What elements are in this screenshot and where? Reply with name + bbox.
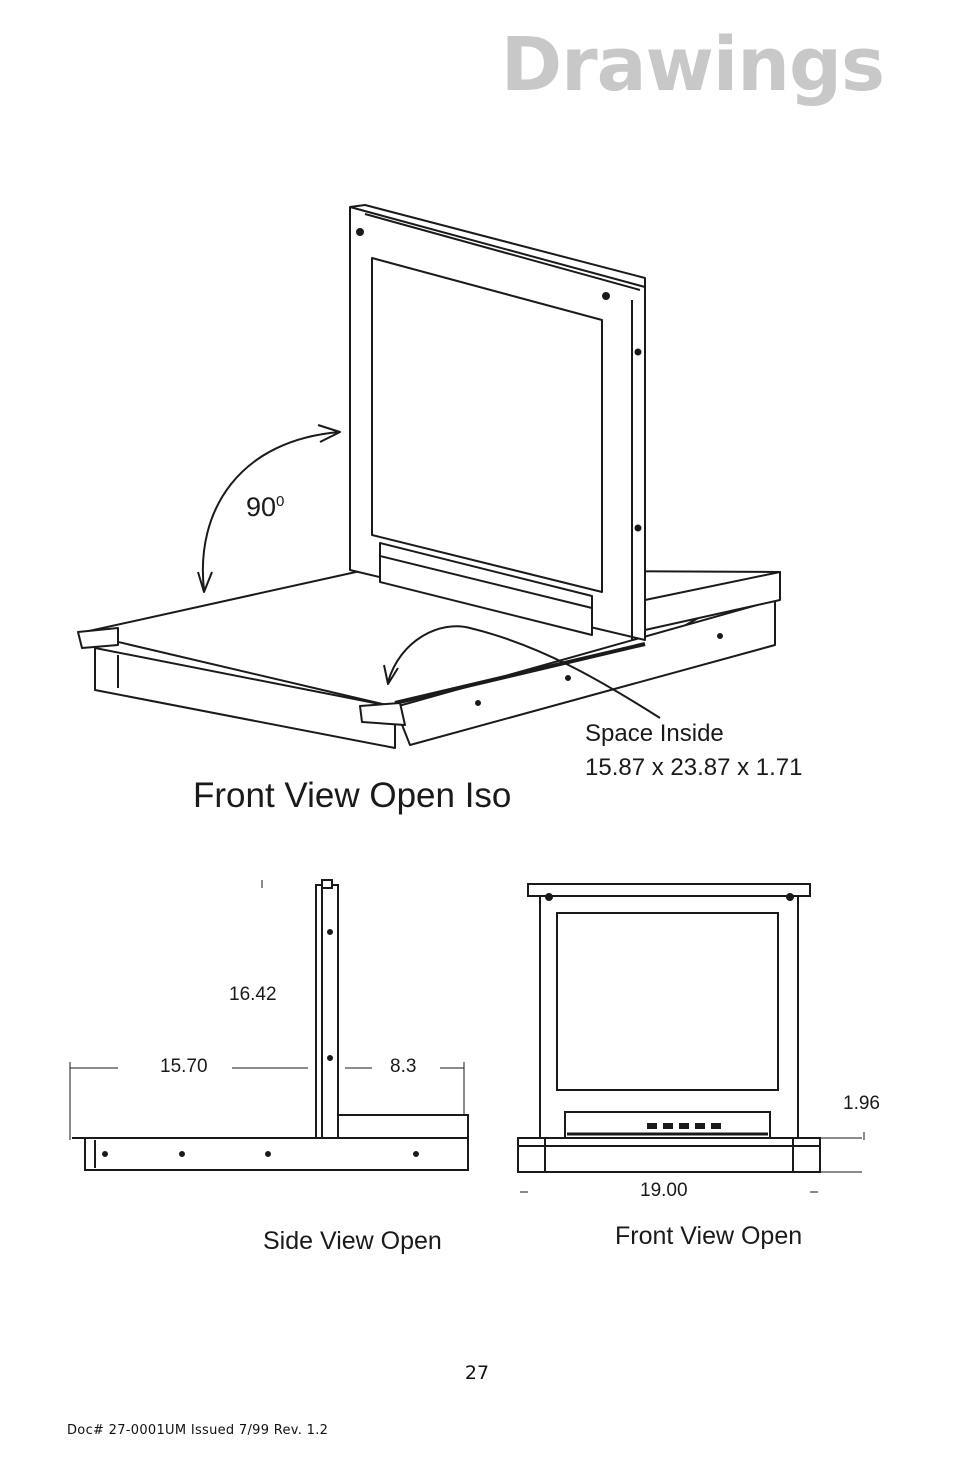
side-dim-front-depth: 15.70 (160, 1056, 208, 1077)
document-footer: Doc# 27-0001UM Issued 7/99 Rev. 1.2 (67, 1423, 329, 1438)
iso-view-caption: Front View Open Iso (193, 776, 512, 815)
side-dim-height: 16.42 (229, 984, 277, 1005)
angle-label: 900 (246, 492, 284, 523)
side-dim-rear-depth: 8.3 (390, 1056, 417, 1077)
space-inside-label: Space Inside (585, 720, 724, 747)
space-inside-dims: 15.87 x 23.87 x 1.71 (585, 754, 803, 781)
side-view-caption: Side View Open (263, 1227, 442, 1255)
angle-value: 90 (246, 492, 277, 522)
angle-degree: 0 (276, 493, 285, 510)
front-dim-width: 19.00 (640, 1180, 688, 1201)
front-view-caption: Front View Open (615, 1222, 803, 1250)
page-title: Drawings (500, 22, 885, 108)
page-number: 27 (464, 1362, 490, 1384)
front-dim-height: 1.96 (843, 1093, 880, 1114)
